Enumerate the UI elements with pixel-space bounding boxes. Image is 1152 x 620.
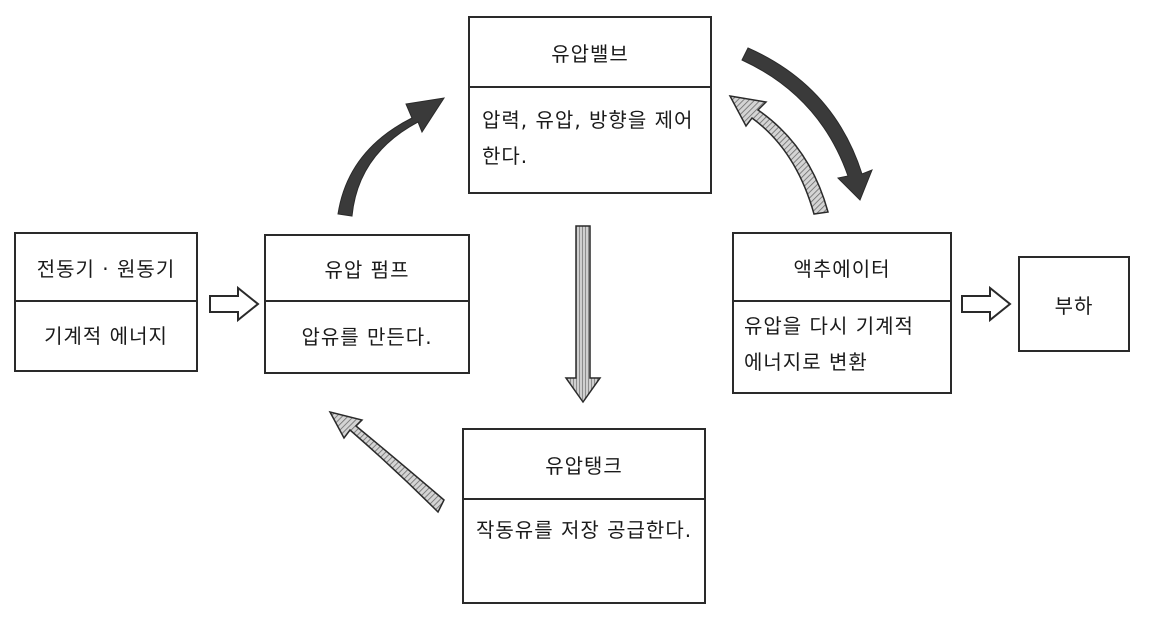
tank-box: 유압탱크 작동유를 저장 공급한다.: [462, 428, 706, 604]
valve-to-tank-arrow: [566, 226, 600, 402]
actuator-title: 액추에이터: [734, 234, 950, 302]
tank-desc: 작동유를 저장 공급한다.: [464, 500, 704, 602]
motor-title: 전동기 · 원동기: [16, 234, 196, 302]
pump-box: 유압 펌프 압유를 만든다.: [264, 234, 470, 374]
valve-title: 유압밸브: [470, 18, 710, 88]
valve-desc: 압력, 유압, 방향을 제어한다.: [470, 88, 710, 192]
load-box: 부하: [1018, 256, 1130, 352]
pump-desc: 압유를 만든다.: [266, 302, 468, 372]
motor-to-pump-arrow: [210, 288, 258, 320]
load-title: 부하: [1055, 290, 1094, 319]
motor-box: 전동기 · 원동기 기계적 에너지: [14, 232, 198, 372]
valve-box: 유압밸브 압력, 유압, 방향을 제어한다.: [468, 16, 712, 194]
motor-desc: 기계적 에너지: [16, 302, 196, 370]
actuator-box: 액추에이터 유압을 다시 기계적 에너지로 변환: [732, 232, 952, 394]
tank-to-pump-arrow: [330, 412, 444, 512]
pump-to-valve-arrow: [338, 98, 444, 216]
actuator-desc: 유압을 다시 기계적 에너지로 변환: [734, 302, 950, 392]
pump-title: 유압 펌프: [266, 236, 468, 302]
tank-title: 유압탱크: [464, 430, 704, 500]
actuator-to-load-arrow: [962, 288, 1010, 320]
